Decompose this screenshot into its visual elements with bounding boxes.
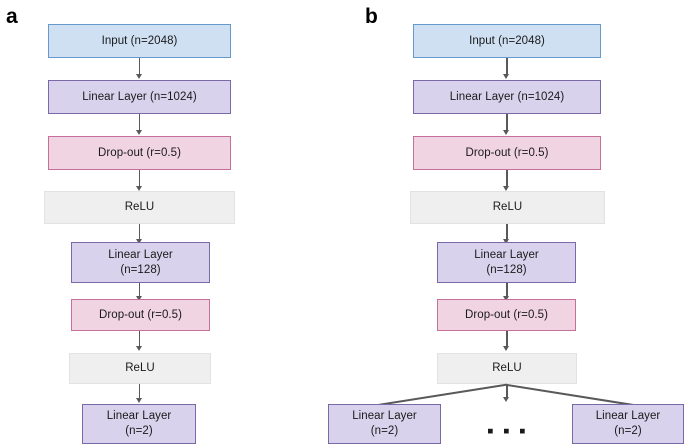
arrowhead-b-4 bbox=[503, 239, 510, 244]
edge-a-relu1-to-linear2 bbox=[138, 224, 141, 241]
node-b-head-right-label: Linear Layer (n=2) bbox=[595, 410, 661, 437]
arrowhead-a-2 bbox=[135, 130, 142, 135]
arrowhead-a-7 bbox=[135, 398, 142, 403]
node-b-linear2-label: Linear Layer (n=128) bbox=[474, 248, 539, 276]
node-b-input-label: Input (n=2048) bbox=[469, 34, 545, 47]
edge-a-input-to-linear1 bbox=[138, 58, 141, 76]
arrowhead-b-3 bbox=[503, 186, 510, 191]
ellipsis-indicator: ▪ ▪ ▪ bbox=[487, 421, 528, 442]
node-b-relu2: ReLU bbox=[437, 353, 577, 384]
edge-b-dropout1-to-relu1 bbox=[506, 170, 508, 188]
arrowhead-b-1 bbox=[503, 74, 510, 79]
edge-b-dropout2-to-relu2 bbox=[506, 331, 508, 348]
arrowhead-a-4 bbox=[135, 239, 142, 244]
edge-b-linear2-to-dropout2 bbox=[506, 283, 508, 298]
node-b-input: Input (n=2048) bbox=[413, 24, 601, 58]
arrowhead-b-2 bbox=[503, 130, 510, 135]
node-a-relu1: ReLU bbox=[44, 191, 235, 224]
node-b-dropout1: Drop-out (r=0.5) bbox=[413, 136, 601, 170]
node-a-dropout1: Drop-out (r=0.5) bbox=[48, 136, 231, 170]
node-a-linear2-label: Linear Layer (n=128) bbox=[108, 248, 173, 276]
edge-a-relu2-to-linear3 bbox=[138, 384, 141, 400]
node-b-linear1-label: Linear Layer (n=1024) bbox=[449, 90, 565, 103]
arrowhead-b-5 bbox=[503, 296, 510, 301]
edge-a-linear2-to-dropout2 bbox=[138, 283, 141, 298]
node-a-input: Input (n=2048) bbox=[48, 24, 231, 58]
edge-a-dropout1-to-relu1 bbox=[138, 170, 141, 188]
node-a-dropout2: Drop-out (r=0.5) bbox=[71, 299, 210, 331]
node-a-linear1-label: Linear Layer (n=1024) bbox=[82, 90, 197, 103]
edge-a-linear1-to-dropout1 bbox=[138, 114, 141, 132]
node-b-head-right: Linear Layer (n=2) bbox=[572, 404, 684, 444]
edge-b-relu1-to-linear2 bbox=[506, 224, 508, 241]
node-b-head-left: Linear Layer (n=2) bbox=[328, 404, 441, 444]
node-b-dropout2-label: Drop-out (r=0.5) bbox=[465, 308, 548, 321]
node-a-linear1: Linear Layer (n=1024) bbox=[48, 80, 231, 114]
node-b-dropout1-label: Drop-out (r=0.5) bbox=[465, 146, 549, 159]
node-a-linear3: Linear Layer (n=2) bbox=[82, 404, 196, 444]
arrowhead-a-5 bbox=[135, 296, 142, 301]
arrowhead-b-6 bbox=[503, 346, 510, 351]
arrowhead-a-6 bbox=[135, 346, 142, 351]
node-b-linear1: Linear Layer (n=1024) bbox=[413, 80, 601, 114]
node-a-input-label: Input (n=2048) bbox=[101, 34, 178, 47]
edge-b-relu2-to-ellipsis bbox=[506, 384, 508, 399]
edge-b-input-to-linear1 bbox=[506, 58, 508, 76]
node-b-linear2: Linear Layer (n=128) bbox=[437, 242, 576, 283]
node-b-relu2-label: ReLU bbox=[492, 362, 522, 375]
node-a-dropout2-label: Drop-out (r=0.5) bbox=[99, 308, 182, 321]
node-a-linear2: Linear Layer (n=128) bbox=[71, 242, 210, 283]
node-b-dropout2: Drop-out (r=0.5) bbox=[437, 299, 576, 331]
panel-label-b: b bbox=[365, 5, 378, 28]
edge-b-linear1-to-dropout1 bbox=[506, 114, 508, 132]
node-a-relu2-label: ReLU bbox=[125, 362, 155, 375]
node-b-relu1: ReLU bbox=[410, 191, 605, 224]
node-a-dropout1-label: Drop-out (r=0.5) bbox=[98, 146, 181, 159]
panel-label-a: a bbox=[6, 5, 18, 28]
node-a-relu1-label: ReLU bbox=[124, 201, 155, 214]
node-a-linear3-label: Linear Layer (n=2) bbox=[106, 410, 172, 437]
arrowhead-b-head-middle bbox=[503, 397, 510, 402]
node-b-relu1-label: ReLU bbox=[492, 201, 523, 214]
node-a-relu2: ReLU bbox=[69, 353, 211, 384]
arrowhead-a-1 bbox=[135, 74, 142, 79]
node-b-head-left-label: Linear Layer (n=2) bbox=[352, 410, 417, 437]
arrowhead-a-3 bbox=[135, 186, 142, 191]
edge-a-dropout2-to-relu2 bbox=[138, 331, 141, 348]
